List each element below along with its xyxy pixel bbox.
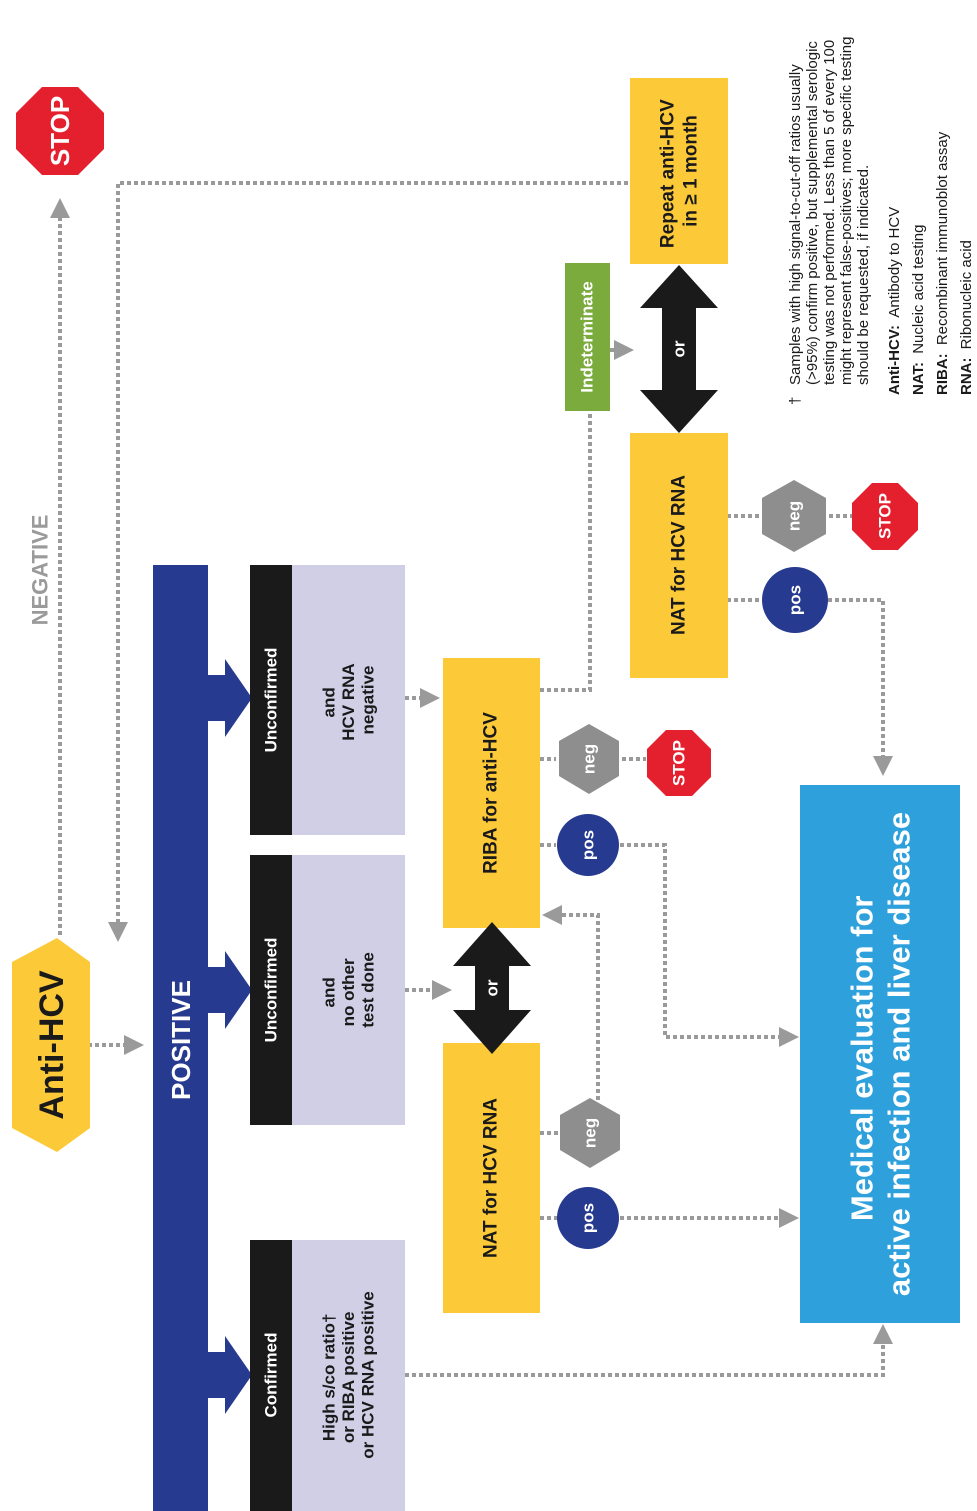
glossary-text: Recombinant immunoblot assay	[934, 131, 951, 345]
svg-text:and HCV RNA negati: and HCV RNA negative	[319, 659, 377, 741]
positive-label: POSITIVE	[166, 980, 196, 1100]
footnote: † Samples with high signal-to-cut-off ra…	[787, 32, 872, 405]
category-desc-line: and	[319, 977, 338, 1007]
pos-label: pos	[786, 585, 805, 615]
anti-hcv-label: Anti-HCV	[33, 970, 71, 1120]
negative-label: NEGATIVE	[28, 515, 53, 626]
nat-test-label: NAT for HCV RNA	[669, 475, 690, 635]
nat-neg-hexagon: neg	[560, 1098, 620, 1168]
riba-pos-circle: pos	[557, 814, 619, 876]
repeat-return-line	[108, 181, 628, 942]
or-label: or	[483, 979, 502, 996]
glossary-abbr: RIBA:	[934, 353, 951, 395]
nat-test-box: NAT for HCV RNA	[443, 1043, 540, 1313]
category-label: Unconfirmed	[262, 938, 281, 1043]
anti-hcv-node: Anti-HCV	[12, 938, 90, 1152]
positive-branch-arrow-unconfirmed-1	[207, 951, 252, 1029]
indeterminate-box: Indeterminate	[565, 263, 610, 411]
riba-test-label: RIBA for anti-HCV	[481, 712, 502, 874]
category-desc-line: High s/co ratio†	[319, 1314, 338, 1442]
category-desc-line: and	[319, 687, 338, 717]
footnote-line: might represent false-positives; more sp…	[838, 37, 855, 385]
riba-neg-stop-sign: STOP	[647, 730, 711, 796]
svg-text:Medical evaluation for a: Medical evaluation for active infection …	[844, 812, 916, 1296]
repeat-line1: Repeat anti-HCV	[657, 99, 678, 248]
glossary-abbr: Anti-HCV:	[886, 325, 903, 395]
category-unconfirmed-rna-negative: Unconfirmed and HCV RNA negative	[250, 565, 405, 835]
neg-label: neg	[785, 501, 804, 531]
confirmed-to-medical-line	[405, 1324, 893, 1377]
category-confirmed: Confirmed High s/co ratio† or RIBA posit…	[250, 1240, 405, 1511]
category-desc-line: or HCV RNA positive	[358, 1291, 377, 1459]
repeat-anti-hcv-box: Repeat anti-HCV in ≥ 1 month	[630, 78, 728, 264]
nat2-neg-stop-sign: STOP	[852, 483, 918, 550]
svg-text:RNA: Ribonucleic acid: RNA: Ribonucleic acid	[958, 240, 975, 395]
category-desc-line: test done	[358, 952, 377, 1028]
category-desc-line: no other	[339, 958, 358, 1026]
footnote-line: Samples with high signal-to-cut-off rati…	[787, 64, 804, 385]
indeterminate-label: Indeterminate	[578, 281, 597, 392]
category-unconfirmed-no-test: Unconfirmed and no other test done	[250, 855, 405, 1125]
connectors	[50, 181, 893, 1377]
footnote-dagger: †	[787, 397, 804, 405]
category-label: Confirmed	[262, 1333, 281, 1418]
nat2-pos-to-medical-line	[828, 598, 893, 776]
riba-pos-to-medical-line	[620, 843, 799, 1047]
stop-label: STOP	[876, 493, 895, 539]
footnote-line: (>95%) confirm positive, but supplementa…	[804, 41, 821, 385]
neg-label: neg	[581, 1118, 600, 1148]
footnote-line: testing was not performed. Less than 5 o…	[821, 40, 838, 385]
glossary: Anti-HCV: Antibody to HCV NAT: Nucleic a…	[886, 131, 975, 395]
negative-stop-label: STOP	[45, 96, 75, 166]
svg-text:RIBA: Recombinant immuno: RIBA: Recombinant immunoblot assay	[934, 131, 951, 395]
category-desc-line: or RIBA positive	[339, 1312, 358, 1444]
svg-text:High s/co ratio† or RIBA: High s/co ratio† or RIBA positive or HCV…	[319, 1291, 377, 1459]
positive-branch-arrow-confirmed	[207, 1336, 252, 1414]
glossary-text: Antibody to HCV	[886, 207, 903, 318]
glossary-abbr: RNA:	[958, 358, 975, 396]
category-desc-line: HCV RNA	[339, 664, 358, 741]
or-label: or	[670, 340, 689, 357]
nat2-pos-circle: pos	[762, 567, 828, 633]
medical-evaluation-box: Medical evaluation for active infection …	[800, 785, 960, 1323]
riba-test-box: RIBA for anti-HCV	[443, 658, 540, 928]
svg-text:Samples with high signal-to-cu: Samples with high signal-to-cut-off rati…	[787, 32, 872, 385]
category-label: Unconfirmed	[262, 648, 281, 753]
pos-label: pos	[579, 1203, 598, 1233]
medical-line1: Medical evaluation for	[844, 896, 879, 1222]
riba-neg-hexagon: neg	[559, 724, 619, 794]
stop-label: STOP	[670, 740, 689, 786]
repeat-line2: in ≥ 1 month	[680, 115, 701, 227]
category-desc-line: negative	[358, 666, 377, 735]
nat-test-label: NAT for HCV RNA	[481, 1098, 502, 1258]
positive-bar: POSITIVE	[153, 565, 252, 1511]
svg-text:Repeat anti-HCV in ≥ 1 m: Repeat anti-HCV in ≥ 1 month	[657, 94, 701, 248]
svg-text:and no other test: and no other test done	[319, 952, 377, 1028]
pos-label: pos	[579, 830, 598, 860]
svg-text:NAT: Nucleic acid testin: NAT: Nucleic acid testing	[910, 225, 927, 395]
svg-text:Anti-HCV: Antibody to HC: Anti-HCV: Antibody to HCV	[886, 207, 903, 395]
nat-pos-circle: pos	[557, 1187, 619, 1249]
nat-neg-to-riba-line	[542, 905, 600, 1100]
nat2-neg-hexagon: neg	[762, 480, 826, 552]
riba-to-indeterminate-line	[540, 412, 592, 692]
glossary-text: Nucleic acid testing	[910, 225, 927, 354]
positive-branch-arrow-unconfirmed-2	[207, 659, 252, 737]
glossary-text: Ribonucleic acid	[958, 240, 975, 349]
neg-label: neg	[580, 744, 599, 774]
glossary-abbr: NAT:	[910, 362, 927, 395]
negative-stop-sign: STOP	[16, 87, 104, 175]
nat-test-box-upper: NAT for HCV RNA	[630, 433, 728, 678]
or-double-arrow: or	[453, 922, 531, 1054]
footnote-line: should be requested, if indicated.	[855, 165, 872, 385]
medical-line2: active infection and liver disease	[881, 812, 916, 1296]
or-double-arrow-upper: or	[640, 265, 718, 433]
